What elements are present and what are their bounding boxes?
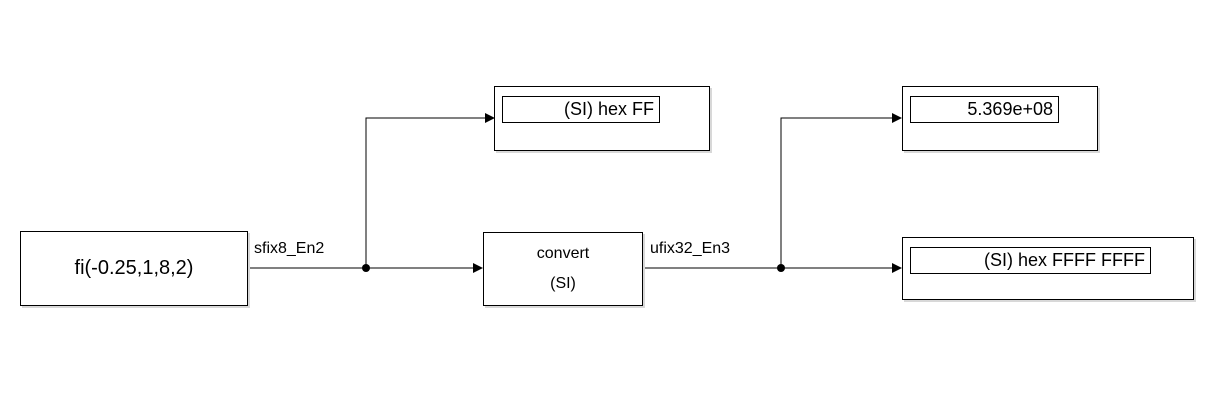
- signal-line-to-input-display[interactable]: [365, 113, 495, 268]
- display-value-output-hex: (SI) hex FFFF FFFF: [910, 247, 1151, 274]
- source-label: fi(-0.25,1,8,2): [74, 257, 194, 279]
- branch-point-output: [777, 264, 785, 272]
- signal-label-input-type: sfix8_En2: [254, 240, 325, 257]
- source-block[interactable]: fi(-0.25,1,8,2): [20, 231, 248, 306]
- convert-mode-label: (SI): [550, 275, 576, 292]
- signal-line-to-output-value[interactable]: [780, 113, 902, 268]
- signal-label-output-type: ufix32_En3: [650, 240, 731, 257]
- branch-point-input: [362, 264, 370, 272]
- convert-label: convert: [536, 245, 590, 262]
- display-value-input-hex: (SI) hex FF: [502, 96, 660, 123]
- display-block-output-hex[interactable]: (SI) hex FFFF FFFF: [902, 237, 1194, 300]
- display-value-output-value: 5.369e+08: [910, 96, 1059, 123]
- convert-block[interactable]: convert (SI): [483, 232, 643, 306]
- display-block-output-value[interactable]: 5.369e+08: [902, 86, 1098, 151]
- display-block-input-hex[interactable]: (SI) hex FF: [494, 86, 710, 151]
